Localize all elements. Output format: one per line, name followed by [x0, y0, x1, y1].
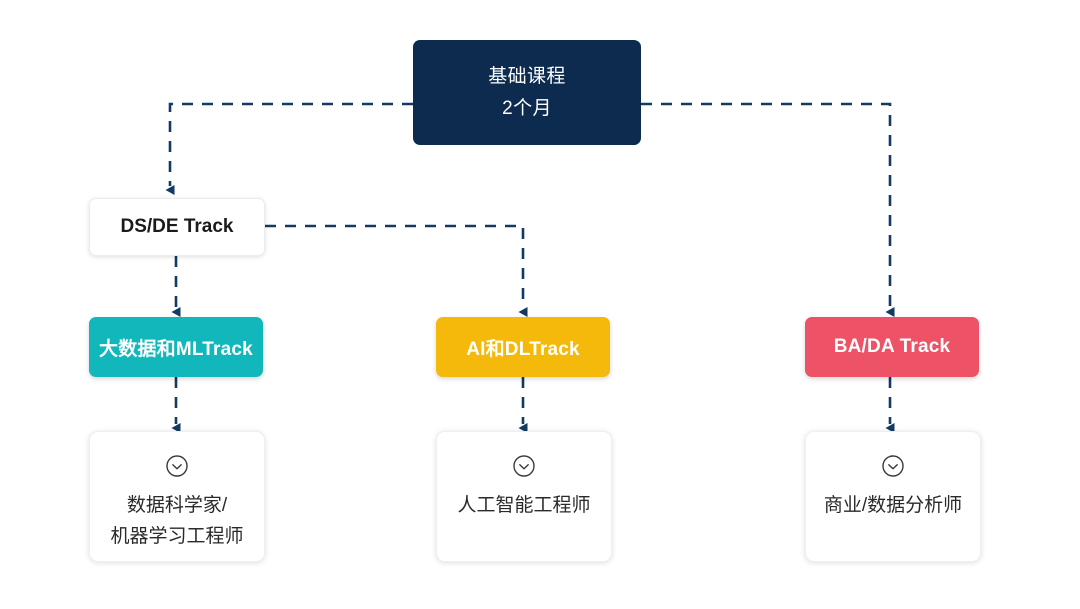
check-circle-icon — [512, 454, 536, 478]
node-outcome-business-analyst[interactable]: 商业/数据分析师 — [805, 431, 981, 562]
node-outcome-business-analyst-text: 商业/数据分析师 — [824, 490, 962, 521]
connector-ds-de-to-ai-dl — [265, 224, 528, 317]
check-circle-icon — [165, 454, 189, 478]
node-outcome-ai-engineer-text: 人工智能工程师 — [457, 490, 590, 521]
node-foundation-course[interactable]: 基础课程 2个月 — [413, 40, 641, 145]
check-circle-icon — [881, 454, 905, 478]
node-track-ds-de[interactable]: DS/DE Track — [89, 198, 265, 256]
node-outcome-data-scientist[interactable]: 数据科学家/ 机器学习工程师 — [89, 431, 265, 562]
outcome-line1: 数据科学家/ — [126, 495, 228, 516]
node-outcome-ai-engineer[interactable]: 人工智能工程师 — [436, 431, 612, 562]
node-track-bigdata-ml[interactable]: 大数据和MLTrack — [89, 317, 263, 377]
connector-root-to-ba-da — [641, 102, 895, 317]
node-track-ai-dl-label: AI和DLTrack — [466, 338, 580, 360]
node-track-ba-da[interactable]: BA/DA Track — [805, 317, 979, 377]
node-track-ai-dl[interactable]: AI和DLTrack — [436, 317, 610, 377]
node-track-bigdata-ml-label: 大数据和MLTrack — [99, 338, 253, 360]
node-foundation-course-line1: 基础课程 — [488, 65, 566, 87]
node-track-ds-de-label: DS/DE Track — [120, 216, 234, 237]
outcome-line1: 人工智能工程师 — [457, 495, 591, 516]
node-foundation-course-line2: 2个月 — [502, 97, 552, 119]
outcome-line2: 机器学习工程师 — [110, 526, 244, 547]
node-track-ba-da-label: BA/DA Track — [833, 336, 951, 357]
outcome-line1: 商业/数据分析师 — [823, 495, 963, 516]
connector-root-to-ds-de — [165, 102, 413, 195]
node-outcome-data-scientist-text: 数据科学家/ 机器学习工程师 — [110, 490, 243, 552]
